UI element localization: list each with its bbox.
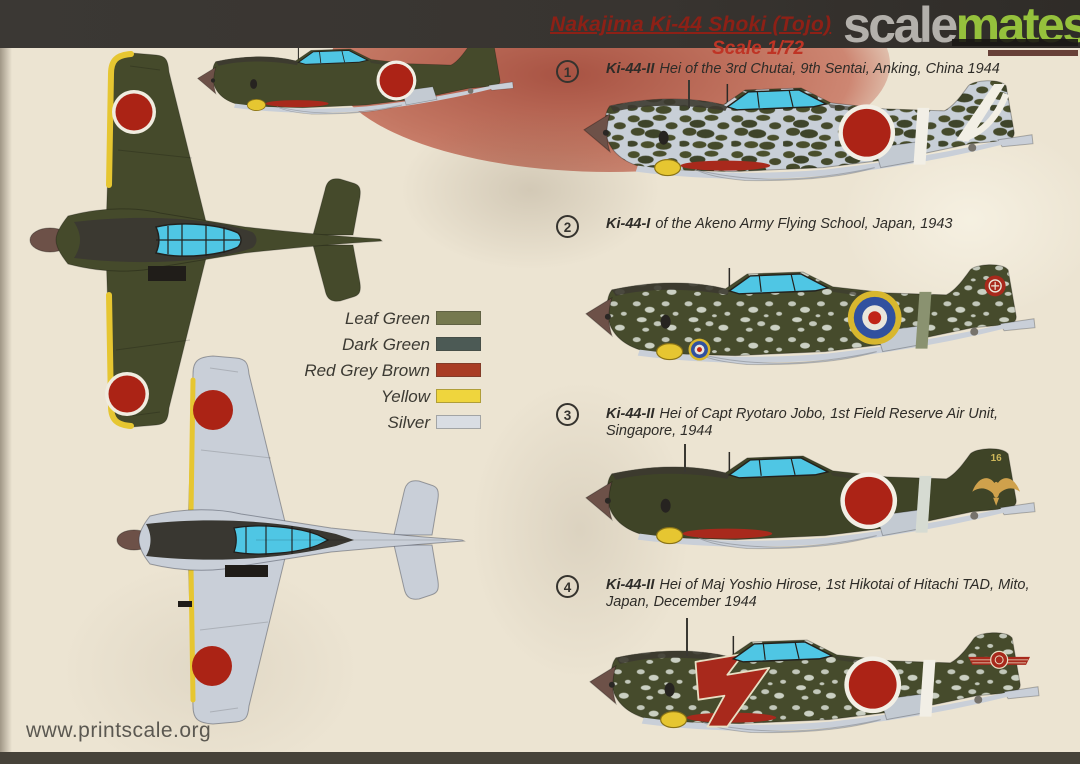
legend-label: Dark Green xyxy=(342,335,430,354)
aircraft-profile-1 xyxy=(576,78,1034,193)
legend-label: Red Grey Brown xyxy=(304,361,430,380)
side-profile-plain xyxy=(192,42,514,123)
legend-row: Dark Green xyxy=(278,333,488,359)
caption-text: of the Akeno Army Flying School, Japan, … xyxy=(655,216,953,232)
legend-row: Red Grey Brown xyxy=(278,359,488,385)
legend-label: Silver xyxy=(387,413,430,432)
logo-part-scale: scale xyxy=(843,0,958,53)
legend-color-swatch xyxy=(436,363,481,377)
aircraft-model: Ki-44-I xyxy=(606,216,651,232)
legend-label: Yellow xyxy=(380,387,430,406)
leader-line-4 xyxy=(686,618,688,656)
logo-subtext-bar xyxy=(988,50,1078,56)
caption-text: Hei of Maj Yoshio Hirose, 1st Hikotai of… xyxy=(606,577,1030,610)
aircraft-profile-4 xyxy=(582,630,1040,745)
leader-line-1 xyxy=(688,80,690,108)
legend-row: Leaf Green xyxy=(278,307,488,333)
aircraft-model: Ki-44-II xyxy=(606,406,655,422)
svg-text:16: 16 xyxy=(991,453,1003,464)
legend-row: Silver xyxy=(278,411,488,437)
caption-text: Hei of Capt Ryotaro Jobo, 1st Field Rese… xyxy=(606,406,999,439)
aircraft-profile-3: 16 xyxy=(578,446,1036,561)
legend-label: Leaf Green xyxy=(344,309,430,328)
leader-line-3 xyxy=(684,444,686,472)
legend-color-swatch xyxy=(436,389,481,403)
profile-number-4: 4 xyxy=(556,575,579,598)
aircraft-profile-2 xyxy=(578,262,1036,377)
top-view-silver-scheme xyxy=(116,355,466,725)
legend-color-swatch xyxy=(436,337,481,351)
logo-subtext-bar xyxy=(952,39,1078,46)
caption-text: Hei of the 3rd Chutai, 9th Sentai, Ankin… xyxy=(659,61,1000,77)
profile-number-3: 3 xyxy=(556,403,579,426)
sheet-title: Nakajima Ki-44 Shoki (Tojo) xyxy=(550,13,832,36)
legend-row: Yellow xyxy=(278,385,488,411)
paper-edge-shadow xyxy=(0,0,12,764)
paint-legend: Leaf Green Dark Green Red Grey Brown Yel… xyxy=(278,307,488,437)
profile-number-2: 2 xyxy=(556,215,579,238)
scale-label: Scale 1/72 xyxy=(712,38,804,59)
aircraft-model: Ki-44-II xyxy=(606,577,655,593)
aircraft-model: Ki-44-II xyxy=(606,61,655,77)
footer-bar xyxy=(0,752,1080,764)
legend-color-swatch xyxy=(436,415,481,429)
header-bar xyxy=(0,0,1080,48)
profile-number-1: 1 xyxy=(556,60,579,83)
publisher-url: www.printscale.org xyxy=(26,719,212,742)
legend-color-swatch xyxy=(436,311,481,325)
top-view-camouflage-scheme xyxy=(29,51,384,429)
